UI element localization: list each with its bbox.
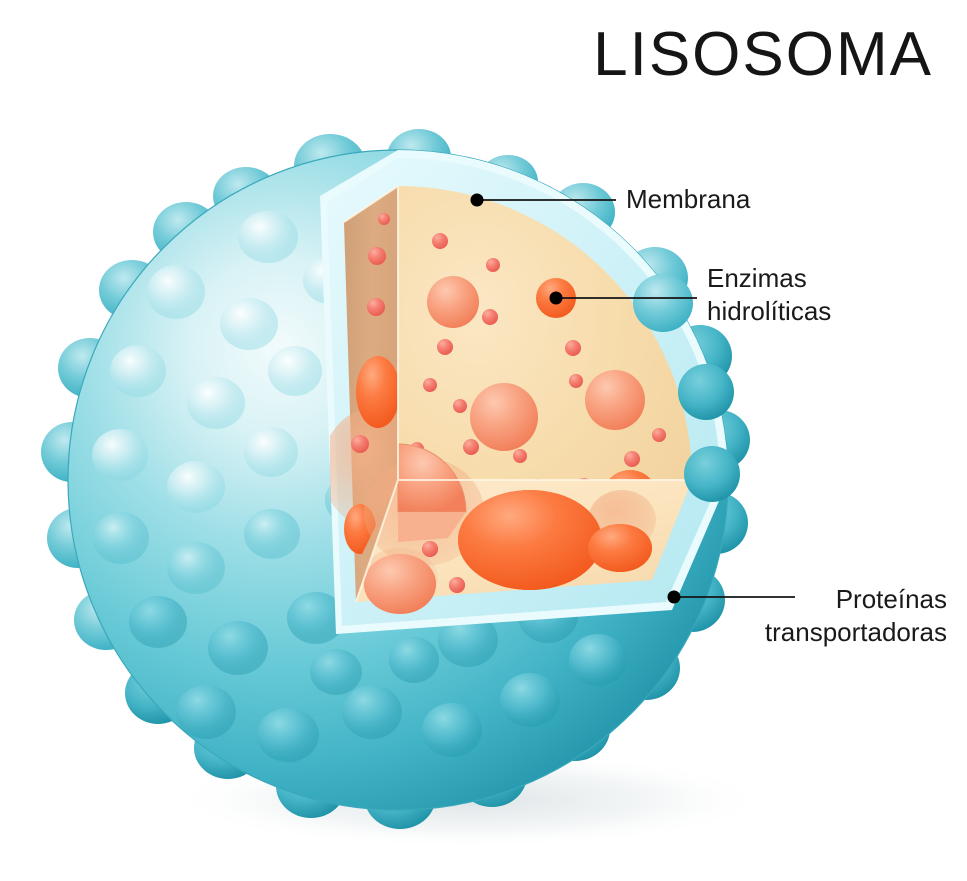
hydrolytic-enzymes-bottom-face-top — [364, 490, 652, 614]
leader-dot-enzimas — [549, 291, 563, 305]
label-membrana-line1: Membrana — [626, 184, 751, 214]
enzyme-sphere — [427, 276, 479, 328]
leader-lines — [470, 193, 795, 604]
enzyme-sphere — [470, 383, 538, 451]
label-enzimas-line1: Enzimas — [707, 263, 807, 293]
leader-dot-proteinas — [667, 590, 681, 604]
label-proteinas: Proteínas transportadoras — [765, 583, 947, 650]
label-proteinas-line2: transportadoras — [764, 617, 947, 648]
transport-protein-bumps-front — [633, 274, 740, 502]
enzyme-sphere — [585, 370, 645, 430]
page-title: LISOSOMA — [593, 20, 933, 89]
enzyme-central-quarter-cut — [364, 443, 484, 566]
label-membrana: Membrana — [626, 183, 750, 216]
leader-dot-membrana — [470, 193, 484, 207]
label-proteinas-line1: Proteínas — [835, 584, 947, 614]
label-enzimas: Enzimas hidrolíticas — [707, 262, 831, 329]
label-enzimas-line2: hidrolíticas — [707, 296, 832, 327]
cut-plane-edges — [343, 185, 692, 603]
hydrolytic-enzymes-left-face — [330, 213, 398, 554]
transport-protein-bumps-surface — [92, 211, 656, 762]
